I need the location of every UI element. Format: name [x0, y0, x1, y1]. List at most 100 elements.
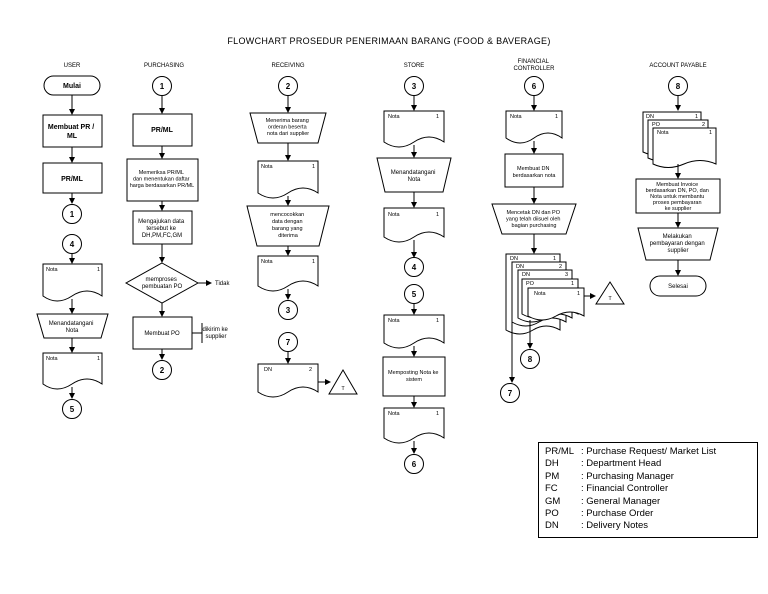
legend-definition: : Purchase Request/ Market List: [581, 446, 717, 457]
print-dn-po-manual-op: [491, 203, 577, 235]
nota-label-receiving: Nota: [261, 164, 274, 170]
prml-box-purchasing: [132, 113, 193, 147]
stack-label-nota: Nota: [534, 291, 547, 297]
nota-document-store-2: [383, 207, 445, 243]
connector-7-fc: [500, 383, 520, 403]
stack-label-dn-1: DN: [510, 256, 518, 262]
connector-5-user-label: 5: [70, 405, 75, 414]
legend-row: DN : Delivery Notes: [545, 520, 751, 532]
stack-copy-dn-1: 1: [553, 256, 556, 262]
lane-purchasing: PURCHASING: [144, 63, 184, 69]
stack-copy-dn-2: 2: [559, 264, 562, 270]
file-triangle-fc: [595, 281, 625, 305]
sign-nota-manual-op: [36, 313, 109, 339]
legend-abbr: DH: [545, 458, 559, 470]
end-label: Selesai: [668, 284, 688, 290]
make-dn-process: [504, 153, 564, 188]
nota-label-store-2: Nota: [388, 212, 401, 218]
decision-label: memproses pembuatan PO: [142, 277, 183, 290]
match-data-manual-op: [246, 205, 330, 247]
legend-definition: : General Manager: [581, 495, 661, 507]
connector-8-fc-label: 8: [528, 355, 533, 364]
start-label: Mulai: [63, 83, 81, 90]
decision-no-label: Tidak: [215, 281, 230, 287]
nota-copy-store: 1: [436, 114, 439, 120]
connector-2-purchasing-label: 2: [160, 366, 165, 375]
create-prml-label: Membuat PR / ML: [48, 124, 96, 140]
connector-5-user: [62, 399, 82, 419]
connector-2-purchasing: [152, 360, 172, 380]
dn-copy-receiving: 2: [309, 367, 312, 373]
abbreviation-legend: PR/ML: Purchase Request/ Market List DH:…: [538, 442, 758, 538]
legend-row: FC : Financial Controller: [545, 483, 751, 495]
legend-abbr: DN: [545, 520, 559, 532]
connector-8-fc: [520, 349, 540, 369]
nota-document-user-2: [42, 352, 103, 390]
connector-6-store-label: 6: [412, 460, 417, 469]
connector-3-receiving: [278, 300, 298, 320]
stack-label-dn-3: DN: [522, 272, 530, 278]
connector-1-user-label: 1: [70, 210, 75, 219]
check-prml-label: Memeriksa PR/ML dan menentukan daftar ha…: [130, 170, 195, 189]
nota-label-store-4: Nota: [388, 411, 401, 417]
ap-stack-nota: [652, 127, 717, 168]
lane-store: STORE: [404, 63, 425, 69]
nota-copy-store-3: 1: [436, 318, 439, 324]
legend-abbr: FC: [545, 483, 558, 495]
ap-stack-label-po: PO: [652, 122, 661, 128]
legend-row: DH : Department Head: [545, 458, 751, 470]
nota-document-store-4: [383, 407, 445, 444]
stack-copy-nota: 1: [577, 291, 580, 297]
legend-definition: : Department Head: [581, 458, 662, 470]
legend-definition: : Financial Controller: [581, 483, 669, 495]
prml-label-purchasing: PR/ML: [151, 127, 174, 134]
payment-manual-op: [637, 227, 719, 261]
purchasing-column: [124, 76, 212, 380]
lane-user: USER: [64, 63, 81, 69]
receive-goods-label: Menerima barang orderan beserta nota dar…: [266, 118, 311, 137]
ap-stack-label-dn: DN: [646, 114, 654, 120]
stack-label-dn-2: DN: [516, 264, 524, 270]
ap-stack-copy-po: 2: [702, 122, 705, 128]
submit-data-process: [132, 210, 193, 245]
legend-abbr: PM: [545, 470, 560, 482]
nota-label-store-3: Nota: [388, 318, 401, 324]
legend-definition: : Purchasing Manager: [581, 470, 674, 482]
file-t-fc: T: [608, 296, 612, 302]
make-po-label: Membuat PO: [144, 331, 180, 337]
lane-receiving: RECEIVING: [271, 63, 304, 69]
nota-copy-receiving-2: 1: [312, 259, 315, 265]
legend-row: GM: General Manager: [545, 496, 751, 508]
nota-label-fc: Nota: [510, 114, 523, 120]
stack-copy-po: 1: [571, 281, 574, 287]
create-prml-process: [42, 114, 103, 148]
file-t-receiving: T: [341, 386, 345, 392]
nota-copy-user-2: 1: [97, 356, 100, 362]
make-dn-label: Membuat DN berdasarkan nota: [513, 166, 557, 179]
ap-stack-label-nota: Nota: [657, 130, 670, 136]
connector-3-store-label: 3: [412, 82, 417, 91]
ap-stack-copy-dn: 1: [695, 114, 698, 120]
financial-controller-column: [491, 76, 625, 403]
legend-abbr: PO: [545, 508, 559, 520]
stack-label-po: PO: [526, 281, 535, 287]
nota-copy-receiving: 1: [312, 164, 315, 170]
connector-7-receiving-label: 7: [286, 338, 291, 347]
nota-copy-store-2: 1: [436, 212, 439, 218]
connector-1-purchasing-label: 1: [160, 82, 165, 91]
nota-copy-fc: 1: [555, 114, 558, 120]
nota-document-receiving-2: [257, 255, 319, 292]
sent-to-supplier-note: dikirim ke supplier: [202, 327, 229, 340]
legend-definition: : Delivery Notes: [581, 520, 649, 532]
dn-document-receiving: [257, 363, 319, 398]
connector-4-store-label: 4: [412, 263, 417, 272]
connector-1-user: [62, 204, 82, 224]
submit-data-label: Mengajukan data tersebut ke DH,PM,FC,GM: [138, 219, 186, 239]
legend-row: PM : Purchasing Manager: [545, 471, 751, 483]
sign-nota-label-user: Menandatangani Nota: [49, 321, 95, 334]
nota-document-store: [383, 110, 445, 148]
connector-6-fc-label: 6: [532, 82, 537, 91]
legend-row: PO: Purchase Order: [545, 508, 751, 520]
lane-financial-controller: FINANCIAL CONTROLLER: [513, 59, 555, 72]
